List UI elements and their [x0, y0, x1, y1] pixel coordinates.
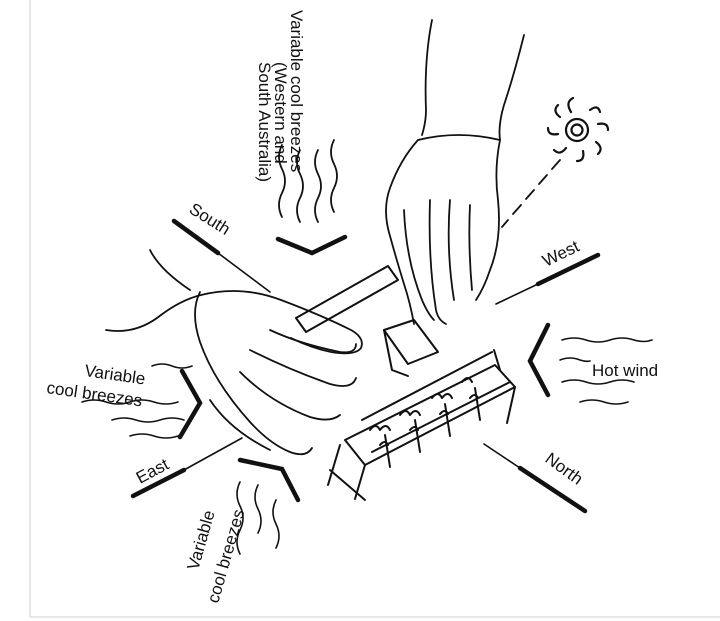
- hot-wind-label: Hot wind: [592, 361, 658, 380]
- north-label: North: [542, 449, 587, 489]
- west-bar: [535, 252, 601, 287]
- left-breeze-chevron: [177, 368, 203, 440]
- east-bar: [130, 467, 187, 499]
- north-thin-line: [483, 443, 521, 469]
- south-thin-line: [217, 252, 271, 293]
- top-breeze-label: Variable cool breezes (Western and South…: [255, 10, 306, 182]
- wind-lines-icon: [236, 481, 280, 555]
- west-thin-line: [495, 283, 539, 305]
- south-bar: [171, 218, 221, 256]
- wind-lines-icon: [559, 337, 653, 405]
- east-thin-line: [183, 437, 243, 471]
- top-breeze-chevron: [275, 234, 348, 256]
- top-breeze-line3: South Australia): [255, 62, 274, 182]
- right-hand-icon: [385, 19, 525, 325]
- bottom-breeze-chevron: [237, 457, 301, 503]
- top-breeze-line2: (Western and: [271, 62, 290, 164]
- wind-lines-icon: [278, 139, 338, 223]
- left-hand-icon: [105, 249, 363, 456]
- top-breeze-line1: Variable cool breezes: [287, 10, 306, 172]
- wind-lines-icon: [81, 363, 193, 439]
- hot-wind-chevron: [527, 322, 551, 398]
- east-label: East: [133, 455, 172, 488]
- building-model-icon: [295, 265, 516, 501]
- north-bar: [517, 465, 588, 514]
- sun-ray-line: [501, 159, 561, 228]
- sun-icon: [546, 96, 610, 163]
